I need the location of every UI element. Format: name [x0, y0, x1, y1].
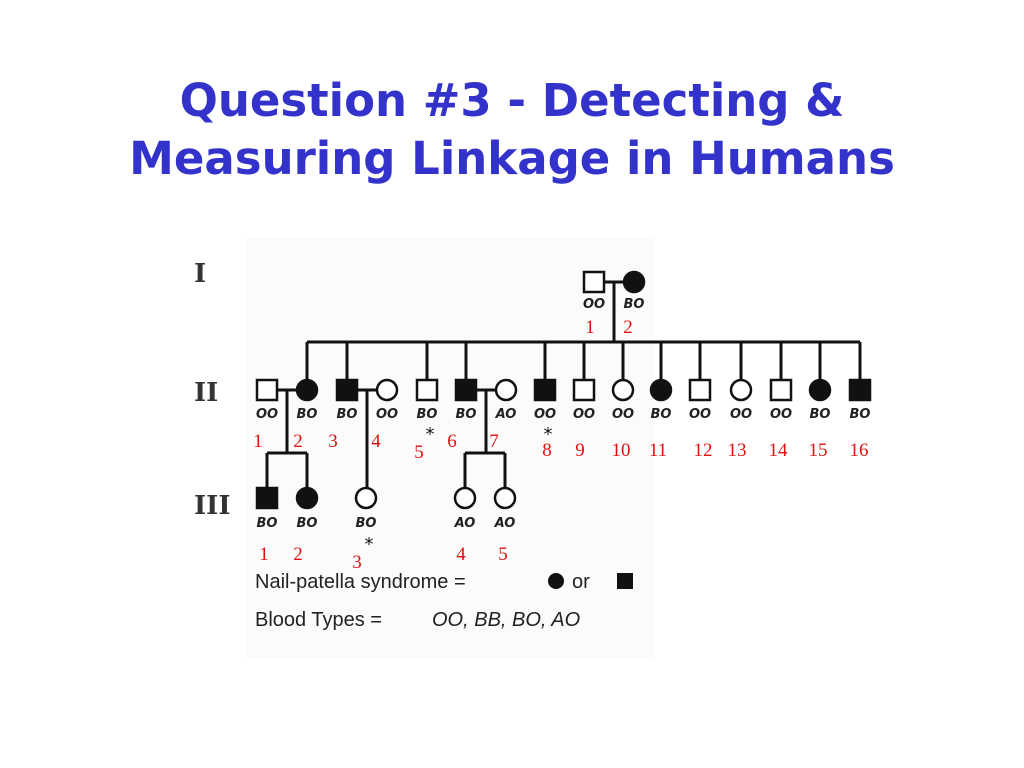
gen2-star-5: *	[426, 424, 435, 445]
gen2-genotype-8: OO	[534, 407, 556, 422]
legend-or-label: or	[572, 571, 590, 593]
gen2-number-5: 5	[414, 442, 424, 463]
gen2-number-4: 4	[371, 431, 381, 452]
gen2-genotype-9: OO	[573, 407, 595, 422]
gen2-individual-10-female-circle	[611, 378, 635, 402]
gen3-genotype-4: AO	[454, 516, 476, 531]
gen1-individual-2-female-circle	[622, 270, 646, 294]
gen1-genotype-2: BO	[624, 297, 645, 312]
gen2-number-1: 1	[253, 431, 263, 452]
gen3-individual-5-female-circle	[493, 486, 517, 510]
gen2-individual-1-male-square	[255, 378, 279, 402]
gen2-genotype-1: OO	[256, 407, 278, 422]
legend-blood-values: OO, BB, BO, AO	[432, 609, 580, 631]
gen2-genotype-6: BO	[456, 407, 477, 422]
gen2-individual-16-male-square	[848, 378, 872, 402]
gen3-individual-3-female-circle	[354, 486, 378, 510]
gen2-individual-11-female-circle	[649, 378, 673, 402]
gen3-genotype-3: BO	[356, 516, 377, 531]
gen2-individual-5-male-square	[415, 378, 439, 402]
gen1-genotype-1: OO	[583, 297, 605, 312]
gen2-number-14: 14	[769, 440, 789, 461]
gen1-number-1: 1	[585, 317, 595, 338]
gen3-number-3: 3	[352, 552, 362, 573]
gen2-individual-6-male-square	[454, 378, 478, 402]
legend-affected-circle	[548, 573, 564, 589]
gen3-genotype-1: BO	[257, 516, 278, 531]
gen2-individual-15-female-circle	[808, 378, 832, 402]
generation-label-I: I	[194, 259, 206, 289]
legend-syndrome-label: Nail-patella syndrome =	[255, 571, 466, 593]
gen2-individual-7-female-circle	[494, 378, 518, 402]
gen2-genotype-3: BO	[337, 407, 358, 422]
gen2-genotype-10: OO	[612, 407, 634, 422]
gen2-individual-9-male-square	[572, 378, 596, 402]
gen2-number-16: 16	[850, 440, 869, 461]
gen2-genotype-14: OO	[770, 407, 792, 422]
gen2-number-7: 7	[489, 431, 499, 452]
gen1-individual-1-male-square	[582, 270, 606, 294]
gen2-individual-13-female-circle	[729, 378, 753, 402]
gen2-individual-4-female-circle	[375, 378, 399, 402]
gen2-number-11: 11	[649, 440, 667, 461]
gen2-number-9: 9	[575, 440, 585, 461]
gen3-number-2: 2	[293, 544, 303, 565]
gen2-individual-14-male-square	[769, 378, 793, 402]
gen2-genotype-4: OO	[376, 407, 398, 422]
title-line-1: Question #3 - Detecting &	[179, 74, 845, 127]
legend-blood-label: Blood Types =	[255, 609, 382, 631]
legend-affected-square	[617, 573, 633, 589]
gen2-number-3: 3	[328, 431, 338, 452]
title-line-2: Measuring Linkage in Humans	[129, 132, 895, 185]
gen3-number-5: 5	[498, 544, 508, 565]
gen1-number-2: 2	[623, 317, 633, 338]
gen3-genotype-5: AO	[494, 516, 516, 531]
gen2-genotype-7: AO	[495, 407, 517, 422]
slide-title: Question #3 - Detecting & Measuring Link…	[0, 72, 1024, 188]
gen3-genotype-2: BO	[297, 516, 318, 531]
gen2-number-8: 8	[542, 440, 552, 461]
pedigree-panel	[245, 238, 655, 658]
gen3-individual-4-female-circle	[453, 486, 477, 510]
gen2-individual-3-male-square	[335, 378, 359, 402]
gen3-individual-2-female-circle	[295, 486, 319, 510]
gen2-number-2: 2	[293, 431, 303, 452]
gen3-number-1: 1	[259, 544, 269, 565]
gen2-genotype-11: BO	[651, 407, 672, 422]
gen2-number-6: 6	[447, 431, 457, 452]
gen2-individual-2-female-circle	[295, 378, 319, 402]
gen2-genotype-12: OO	[689, 407, 711, 422]
generation-label-III: III	[194, 491, 231, 521]
gen2-genotype-13: OO	[730, 407, 752, 422]
gen2-star-8: *	[544, 424, 553, 445]
generation-label-II: II	[194, 378, 218, 408]
gen3-star-3: *	[365, 534, 374, 555]
gen3-individual-1-male-square	[255, 486, 279, 510]
gen2-individual-8-male-square	[533, 378, 557, 402]
gen2-genotype-16: BO	[850, 407, 871, 422]
gen3-number-4: 4	[456, 544, 466, 565]
gen2-number-13: 13	[728, 440, 747, 461]
gen2-genotype-15: BO	[810, 407, 831, 422]
gen2-genotype-5: BO	[417, 407, 438, 422]
gen2-genotype-2: BO	[297, 407, 318, 422]
gen2-number-12: 12	[694, 440, 713, 461]
gen2-individual-12-male-square	[688, 378, 712, 402]
gen2-number-15: 15	[809, 440, 828, 461]
gen2-number-10: 10	[612, 440, 631, 461]
